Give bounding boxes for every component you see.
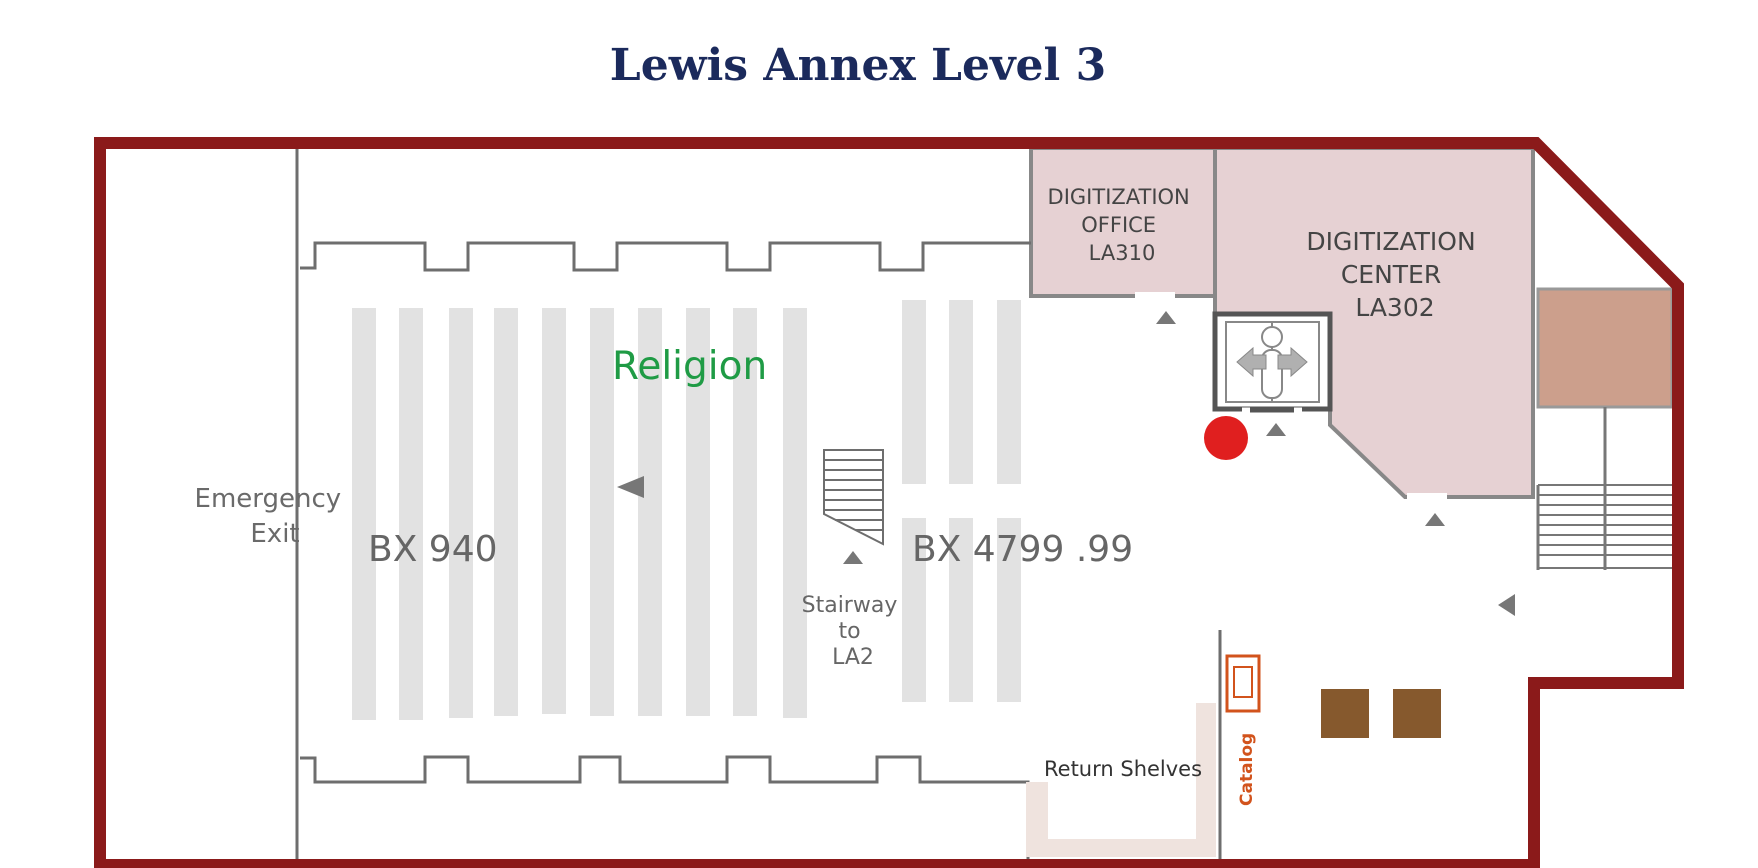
office-label-line1: DIGITIZATION <box>1048 185 1190 209</box>
elevator-icon <box>1212 311 1333 413</box>
stairway-label: Stairway to LA2 <box>802 593 905 670</box>
you-are-here-marker <box>1204 416 1248 460</box>
east-stair-block <box>1536 287 1674 570</box>
return-shelves-label: Return Shelves <box>1044 757 1202 781</box>
office-label-line2: OFFICE <box>1081 213 1156 237</box>
emergency-exit-label: Emergency Exit <box>195 484 350 549</box>
catalog-label: Catalog <box>1237 733 1257 806</box>
map-title: Lewis Annex Level 3 <box>610 40 1106 91</box>
outer-wall <box>94 137 1684 868</box>
call-range-end: BX 4799 .99 <box>912 529 1133 570</box>
digitization-center-room: DIGITIZATION CENTER LA302 <box>1213 146 1535 499</box>
office-label-room: LA310 <box>1089 241 1156 265</box>
call-range-start: BX 940 <box>368 529 498 570</box>
svg-text:DIGITIZATION CENTER: DIGITIZATION CENTER LA302 <box>1306 227 1483 322</box>
return-shelves <box>1026 703 1216 857</box>
shelving-west <box>352 308 807 720</box>
interior-walls <box>295 147 1222 862</box>
study-tables <box>1321 689 1441 738</box>
center-label-line2: CENTER <box>1341 260 1441 289</box>
center-label-line1: DIGITIZATION <box>1306 227 1475 256</box>
stairway-icon <box>823 449 884 546</box>
subject-label: Religion <box>612 344 767 389</box>
direction-arrow-icon <box>617 311 1515 616</box>
svg-text:DIGITIZATION OFFICE: DIGITIZATION OFFICE LA310 <box>1048 185 1197 265</box>
catalog-terminal-icon: Catalog <box>1225 654 1261 806</box>
digitization-office-room: DIGITIZATION OFFICE LA310 <box>1029 146 1217 298</box>
center-label-room: LA302 <box>1355 293 1434 322</box>
shelving-east <box>902 300 1021 702</box>
